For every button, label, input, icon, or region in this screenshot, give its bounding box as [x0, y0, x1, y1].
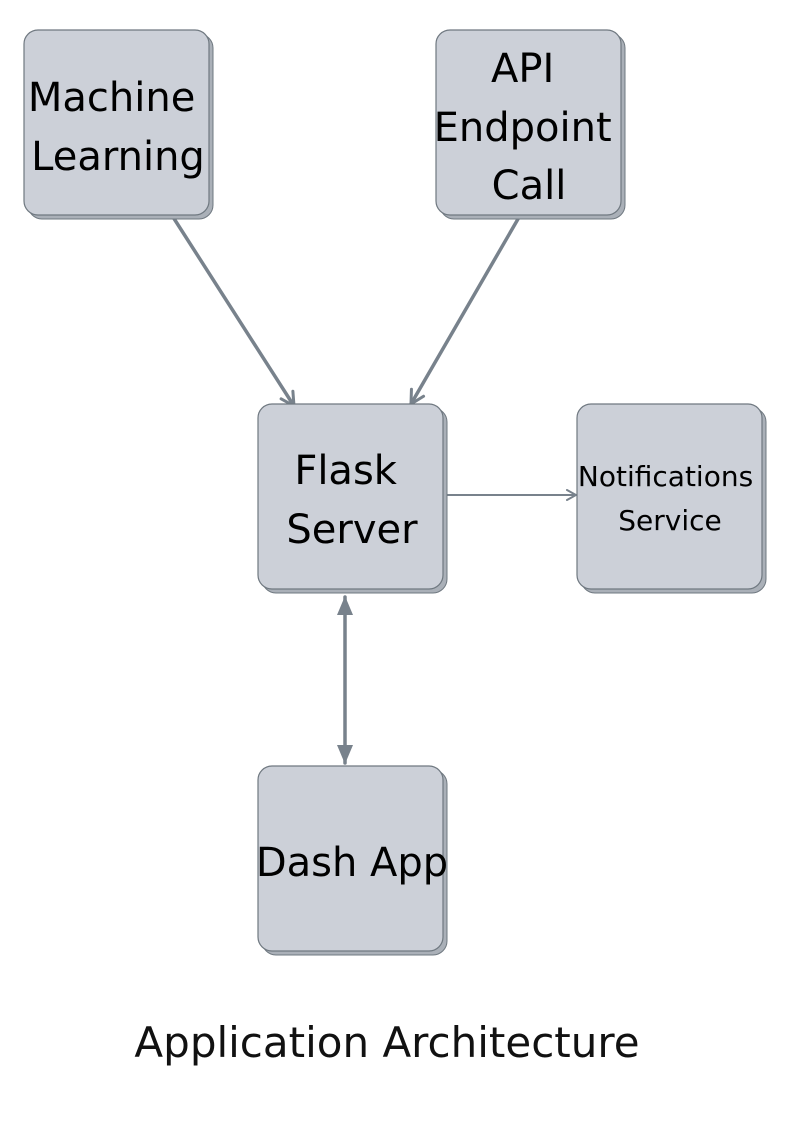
node-api-line-1: API	[491, 46, 554, 92]
edge-ml-to-flask	[171, 215, 296, 406]
node-machine-learning-line-1: Machine	[28, 75, 195, 121]
node-dash-line-1: Dash App	[256, 840, 448, 886]
svg-text:Dash App: Dash App	[256, 840, 448, 886]
node-api-line-2: Endpoint	[434, 105, 612, 151]
node-notifications-line-2: Service	[618, 504, 721, 537]
node-notifications-service: Notifications Service	[576, 403, 767, 594]
node-api-line-3: Call	[492, 163, 567, 209]
node-machine-learning: Machine Learning	[23, 29, 214, 220]
svg-text:API Endpoint Call: API Endpoint Call	[434, 46, 625, 209]
node-flask-line-2: Server	[286, 507, 418, 553]
node-notifications-line-1: Notifications	[578, 460, 753, 493]
diagram-title: Application Architecture	[134, 1018, 640, 1067]
svg-text:Machine Learning: Machine Learning	[28, 75, 208, 180]
edge-api-to-flask	[409, 217, 520, 404]
node-machine-learning-line-2: Learning	[31, 134, 205, 180]
svg-text:Notifications Service: Notifications Service	[578, 460, 762, 537]
node-dash-app: Dash App	[256, 765, 448, 956]
node-flask-server: Flask Server	[257, 403, 448, 594]
node-flask-line-1: Flask	[294, 448, 397, 494]
node-api-endpoint-call: API Endpoint Call	[434, 29, 626, 220]
svg-text:Flask Server: Flask Server	[286, 448, 418, 553]
edges	[171, 215, 576, 765]
